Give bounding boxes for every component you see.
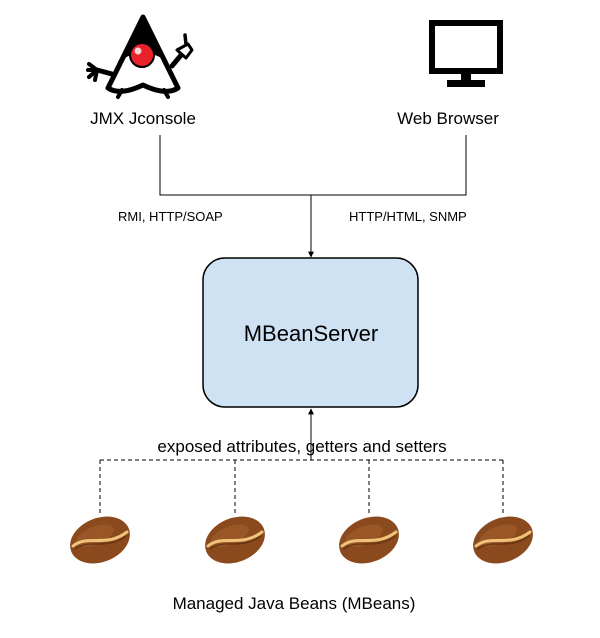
protocol-left-label: RMI, HTTP/SOAP xyxy=(118,209,223,224)
exposed-attributes-label: exposed attributes, getters and setters xyxy=(157,437,446,456)
mbeans-label: Managed Java Beans (MBeans) xyxy=(173,594,416,613)
coffee-bean-icon xyxy=(464,506,542,574)
browser-label: Web Browser xyxy=(397,109,499,128)
coffee-bean-icon xyxy=(196,506,274,574)
mbean-server-label: MBeanServer xyxy=(244,321,379,346)
mbean-server-box: MBeanServer xyxy=(202,257,419,408)
bean-dashed-connectors xyxy=(99,459,504,513)
protocol-right-label: HTTP/HTML, SNMP xyxy=(349,209,467,224)
coffee-bean-icon xyxy=(330,506,408,574)
monitor-icon xyxy=(429,20,503,87)
client-connector-lines xyxy=(159,135,467,258)
duke-mascot-icon xyxy=(86,14,194,99)
jconsole-label: JMX Jconsole xyxy=(90,109,196,128)
coffee-bean-icon xyxy=(61,506,139,574)
